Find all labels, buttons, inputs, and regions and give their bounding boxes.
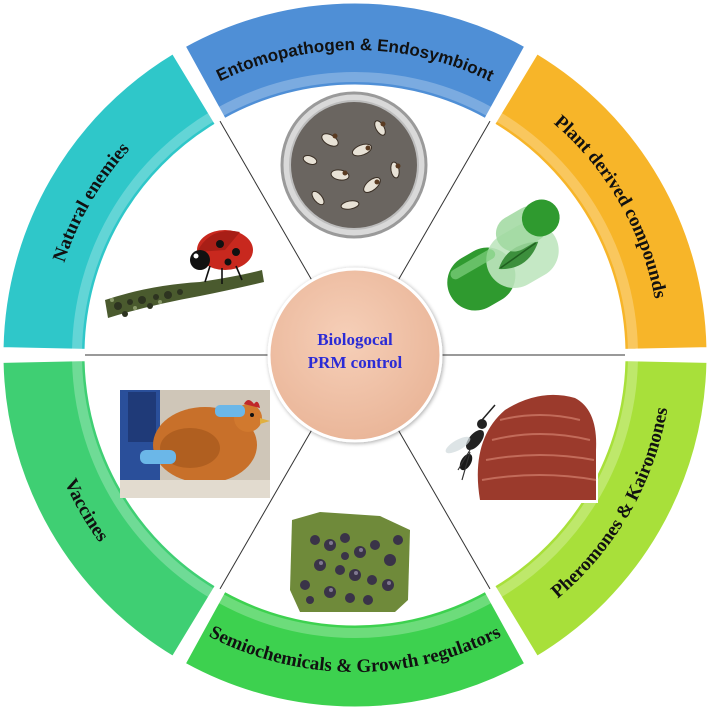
ring-highlight-vaccines <box>72 360 214 598</box>
divider-line <box>397 120 491 281</box>
center-hub: Biologocal PRM control <box>267 267 443 443</box>
center-label-line2: PRM control <box>308 353 403 372</box>
ring-highlight-semiochemicals <box>218 594 492 638</box>
ladybird-aphids-image <box>105 230 264 318</box>
wasp-on-larva-image <box>445 394 598 503</box>
herbal-capsule-image <box>447 199 560 311</box>
ring-highlight-natural-enemies <box>72 112 214 350</box>
ring-highlight-plant-derived <box>496 112 638 350</box>
divider-line <box>219 120 313 281</box>
divider-line <box>397 429 491 590</box>
center-label-line1: Biologocal <box>317 330 393 349</box>
ring-highlight-entomopathogen <box>218 72 492 116</box>
center-circle <box>267 267 443 443</box>
chicken-vaccination-image <box>120 390 270 498</box>
petri-dish-mites-image <box>280 91 428 239</box>
divider-line <box>219 429 313 590</box>
segment-dividers <box>85 120 625 590</box>
mite-cluster-image <box>290 512 410 612</box>
illustrations <box>105 91 598 612</box>
